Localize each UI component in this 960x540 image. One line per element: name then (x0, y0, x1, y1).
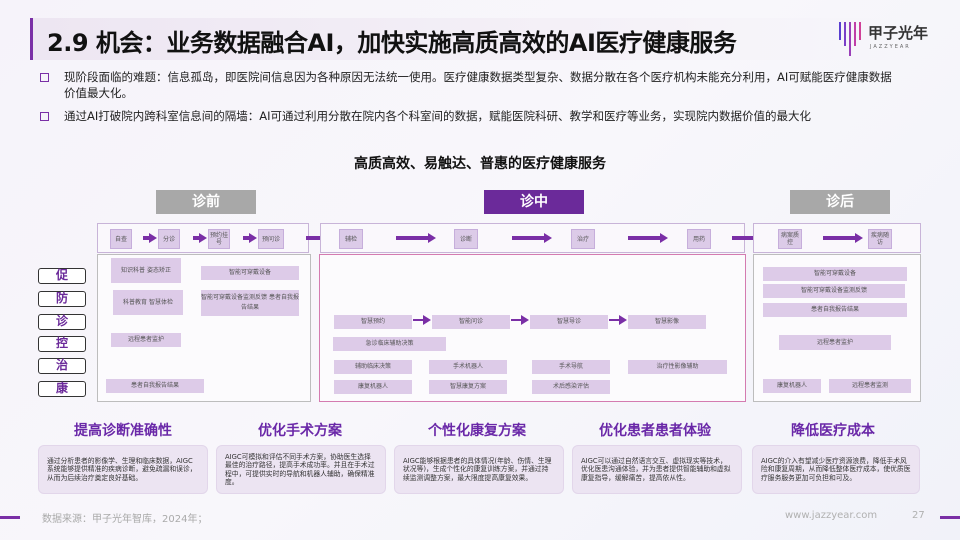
flow-node: 自查 (110, 229, 132, 249)
benefit-text: AIGC能够根据患者的具体情况(年龄、伤情、生理状况等)，生成个性化的康复训练方… (403, 456, 552, 482)
arrow-right-icon (193, 233, 207, 243)
capability-cell: 辅助临床决策 (334, 360, 412, 374)
website-url[interactable]: www.jazzyear.com (785, 510, 878, 521)
flow-node: 预约挂号 (208, 229, 230, 249)
capability-cell: 智慧导诊 (530, 315, 608, 329)
arrow-right-icon (512, 233, 552, 243)
diagram-title: 高质高效、易触达、普惠的医疗健康服务 (354, 156, 606, 172)
flow-row-post: 病案质控 疾病随访 (753, 223, 921, 253)
capability-cell: 科普教育 智慧体检 (113, 290, 183, 315)
logo-text-cn: 甲子光年 (868, 24, 929, 42)
side-label-treat: 治 (38, 358, 86, 374)
capability-cell: 患者自我报告结果 (763, 303, 907, 317)
benefit-card: 通过分析患者的影像学、生理和临床数据，AIGC系统能够提供精准的疾病诊断，避免疏… (38, 445, 208, 494)
benefit-title: 优化患者患者体验 (599, 423, 711, 439)
bullet-1: 现阶段面临的难题：信息孤岛，即医院间信息因为各种原因无法统一使用。医疗健康数据类… (40, 70, 900, 101)
capability-cell: 术后感染评估 (532, 380, 610, 394)
footer-accent-left (0, 516, 20, 519)
capability-cell: 智能可穿戴设备 (201, 266, 299, 280)
capability-cell: 智能问诊 (432, 315, 510, 329)
capability-cell: 手术机器人 (429, 360, 507, 374)
footer-accent-right (940, 516, 960, 519)
capability-cell: 患者自我报告结果 (106, 379, 204, 393)
logo-text-en: JAZZYEAR (870, 44, 911, 50)
benefit-card: AIGC的介入有望减少医疗资源浪费，降低手术风险和康复周期，从而降低整体医疗成本… (752, 445, 920, 494)
flow-node: 病案质控 (778, 229, 802, 249)
benefit-title: 个性化康复方案 (428, 423, 526, 439)
stage-box-post: 智能可穿戴设备 智能可穿戴设备监测反馈 患者自我报告结果 远程患者监护 康复机器… (753, 254, 921, 402)
phase-mid: 诊中 (484, 190, 584, 214)
capability-cell: 智慧影像 (628, 315, 706, 329)
benefit-text: 通过分析患者的影像学、生理和临床数据，AIGC系统能够提供精准的疾病诊断，避免疏… (47, 456, 197, 482)
capability-cell: 远程患者监测 (829, 379, 911, 393)
square-bullet-icon (40, 73, 49, 82)
arrow-right-icon (396, 233, 436, 243)
capability-cell: 智能可穿戴设备 (763, 267, 907, 281)
capability-cell: 手术导航 (532, 360, 610, 374)
phase-post: 诊后 (790, 190, 890, 214)
square-bullet-icon (40, 112, 49, 121)
benefit-text: AIGC可模拟和评估不同手术方案，协助医生选择最佳的治疗路径，提高手术成功率。并… (225, 452, 375, 487)
stage-box-pre: 知识科普 姿态矫正 智能可穿戴设备 科普教育 智慧体检 智能可穿戴设备监测反馈 … (97, 254, 311, 402)
title-bar: 2.9 机会：业务数据融合AI，加快实施高质高效的AI医疗健康服务 (30, 18, 910, 60)
side-label-defend: 防 (38, 291, 86, 307)
flow-node: 辅检 (339, 229, 363, 249)
benefit-card: AIGC可以通过自然语言交互、虚拟现实等技术，优化医患沟通体验，并为患者提供智能… (572, 445, 742, 494)
benefit-text: AIGC可以通过自然语言交互、虚拟现实等技术，优化医患沟通体验，并为患者提供智能… (581, 456, 731, 482)
logo-bars-icon (839, 22, 861, 56)
arrow-right-icon (243, 233, 257, 243)
arrow-right-icon (511, 315, 529, 325)
side-label-prevent: 促 (38, 268, 86, 284)
side-label-control: 控 (38, 336, 86, 352)
phase-pre: 诊前 (156, 190, 256, 214)
capability-cell: 远程患者监护 (779, 335, 891, 350)
benefit-card: AIGC可模拟和评估不同手术方案，协助医生选择最佳的治疗路径，提高手术成功率。并… (216, 445, 386, 494)
capability-cell: 智慧预约 (334, 315, 412, 329)
logo: 甲子光年 JAZZYEAR (838, 16, 948, 58)
data-source: 数据来源：甲子光年智库，2024年； (42, 514, 208, 525)
arrow-right-icon (609, 315, 627, 325)
stage-box-mid: 智慧预约 智能问诊 智慧导诊 智慧影像 急诊临床辅助决策 辅助临床决策 手术机器… (319, 254, 746, 402)
flow-row-pre: 自查 分诊 预约挂号 预问诊 (97, 223, 309, 253)
benefit-card: AIGC能够根据患者的具体情况(年龄、伤情、生理状况等)，生成个性化的康复训练方… (394, 445, 564, 494)
bullet-text: 现阶段面临的难题：信息孤岛，即医院间信息因为各种原因无法统一使用。医疗健康数据类… (64, 70, 892, 100)
arrow-right-icon (823, 233, 863, 243)
capability-cell: 治疗性影像辅助 (628, 360, 727, 374)
benefit-title: 降低医疗成本 (791, 423, 875, 439)
benefit-text: AIGC的介入有望减少医疗资源浪费，降低手术风险和康复周期，从而降低整体医疗成本… (761, 456, 911, 482)
arrow-right-icon (628, 233, 668, 243)
capability-cell: 智慧康复方案 (429, 380, 507, 394)
benefit-title: 优化手术方案 (258, 423, 342, 439)
bullet-text: 通过AI打破院内跨科室信息间的隔墙：AI可通过利用分散在院内各个科室间的数据，赋… (64, 109, 812, 123)
page-title: 2.9 机会：业务数据融合AI，加快实施高质高效的AI医疗健康服务 (47, 29, 737, 57)
flow-node: 疾病随访 (868, 229, 892, 249)
capability-cell: 智能可穿戴设备监测反馈 患者自我报告结果 (201, 290, 299, 316)
capability-cell: 急诊临床辅助决策 (333, 337, 446, 351)
capability-cell: 远程患者监护 (111, 333, 181, 347)
flow-node: 诊断 (454, 229, 478, 249)
flow-node: 预问诊 (258, 229, 284, 249)
capability-cell: 康复机器人 (763, 379, 821, 393)
capability-cell: 康复机器人 (334, 380, 412, 394)
capability-cell: 知识科普 姿态矫正 (111, 258, 181, 283)
bullet-2: 通过AI打破院内跨科室信息间的隔墙：AI可通过利用分散在院内各个科室间的数据，赋… (40, 109, 900, 125)
arrow-right-icon (143, 233, 157, 243)
flow-node: 用药 (687, 229, 711, 249)
flow-node: 治疗 (571, 229, 595, 249)
benefit-title: 提高诊断准确性 (74, 423, 172, 439)
side-label-diagnose: 诊 (38, 314, 86, 330)
side-label-recover: 康 (38, 381, 86, 397)
capability-cell: 智能可穿戴设备监测反馈 (763, 284, 905, 298)
page-number: 27 (912, 510, 925, 521)
flow-node: 分诊 (158, 229, 180, 249)
arrow-right-icon (413, 315, 431, 325)
